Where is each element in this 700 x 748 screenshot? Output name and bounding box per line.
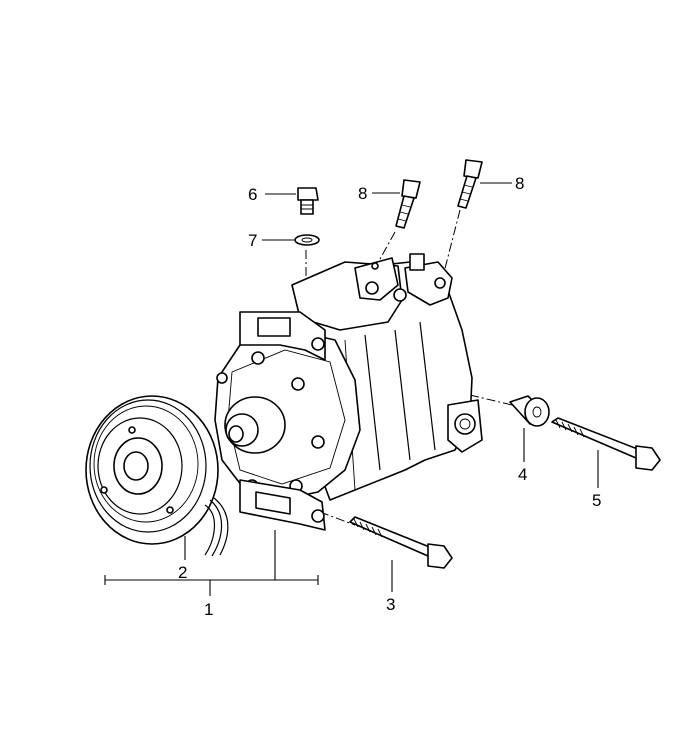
magnetic-clutch <box>85 395 229 557</box>
callout-8-left: 8 <box>358 184 367 203</box>
bolt-8-right <box>457 159 483 209</box>
callout-3: 3 <box>386 595 395 614</box>
bolt-3 <box>349 516 453 569</box>
callout-4: 4 <box>518 465 527 484</box>
bolt-5 <box>551 417 661 471</box>
leader-lines <box>104 182 599 596</box>
ac-compressor-body <box>214 253 483 531</box>
callout-2: 2 <box>178 563 187 582</box>
callout-7: 7 <box>248 231 257 250</box>
callout-1: 1 <box>204 600 213 619</box>
callout-6: 6 <box>248 185 257 204</box>
bolt-8-left <box>395 179 421 229</box>
spacer-bushing-4 <box>509 395 550 427</box>
washer-7 <box>294 234 320 246</box>
callout-8-right: 8 <box>515 174 524 193</box>
bolt-6 <box>297 187 319 215</box>
callout-5: 5 <box>592 491 601 510</box>
